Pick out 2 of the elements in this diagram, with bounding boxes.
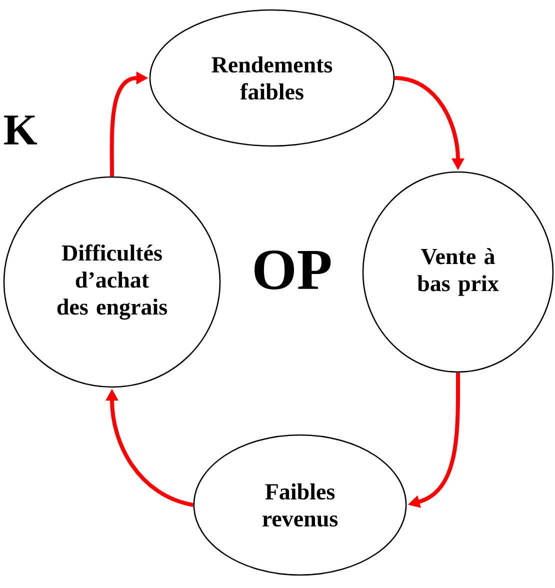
text-label: K	[4, 116, 38, 144]
text-label: OP	[254, 250, 331, 290]
